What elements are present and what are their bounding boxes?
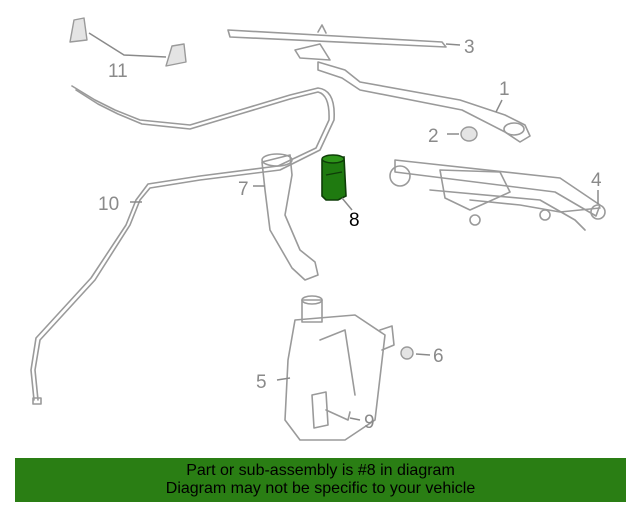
washer-reservoir — [284, 295, 395, 441]
washer-pump — [321, 154, 347, 201]
filler-neck — [261, 153, 319, 281]
callout-8: 8 — [349, 210, 360, 231]
info-banner: Part or sub-assembly is #8 in diagram Di… — [15, 458, 626, 502]
callout-10: 10 — [98, 194, 119, 215]
level-sensor — [311, 391, 351, 429]
callout-1: 1 — [499, 79, 510, 100]
callout-5: 5 — [256, 372, 267, 393]
wiper-arm — [317, 61, 531, 143]
pivot-cap — [460, 126, 478, 142]
callout-2: 2 — [428, 126, 439, 147]
wiper-linkage — [389, 159, 606, 231]
callout-3: 3 — [464, 37, 475, 58]
washer-hose — [30, 85, 335, 405]
nozzle-caps — [69, 17, 187, 67]
callout-6: 6 — [433, 346, 444, 367]
grommet — [400, 346, 414, 360]
banner-line-2: Diagram may not be specific to your vehi… — [165, 480, 476, 497]
wiper-blade — [227, 24, 447, 61]
callout-11: 11 — [108, 61, 128, 82]
leader-lines — [88, 32, 599, 421]
callout-9: 9 — [364, 412, 375, 433]
banner-line-1: Part or sub-assembly is #8 in diagram — [186, 462, 455, 479]
callout-7: 7 — [238, 179, 249, 200]
callout-4: 4 — [591, 170, 602, 191]
